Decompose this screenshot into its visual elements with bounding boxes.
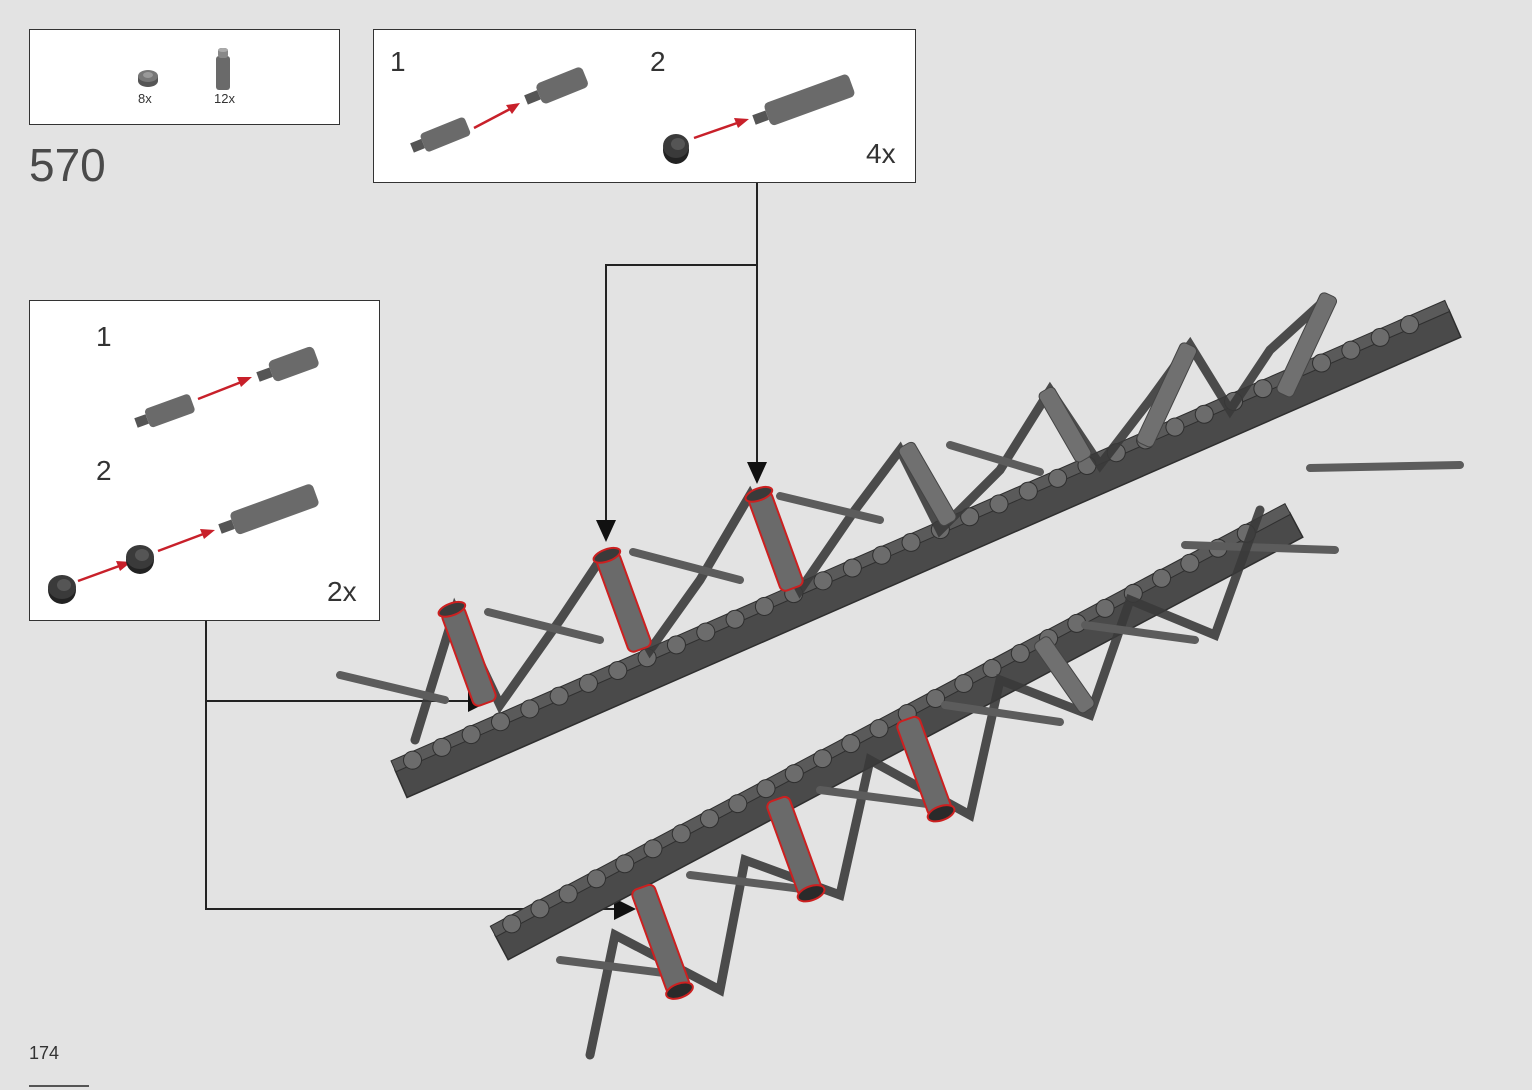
callout-lines [206, 183, 757, 909]
page-number: 174 [29, 1043, 59, 1064]
footer-rule [29, 1085, 89, 1087]
